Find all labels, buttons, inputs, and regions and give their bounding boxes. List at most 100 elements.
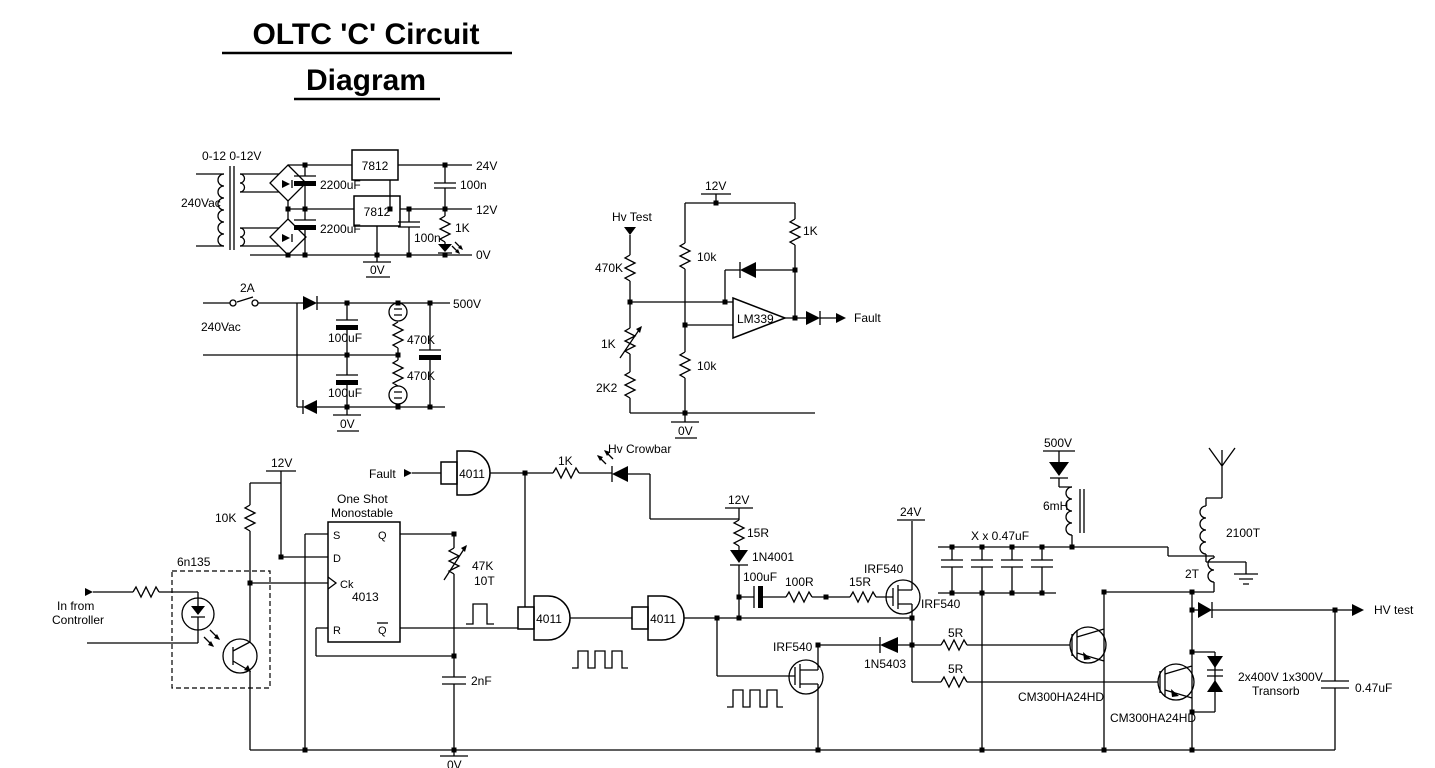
boot-d1-label: 1N4001	[752, 550, 794, 564]
nand-gate-1: 4011	[440, 450, 491, 496]
crowbar-led	[597, 450, 739, 520]
bleed2-label: 470K	[407, 369, 435, 383]
gate-r4-label: 5R	[948, 626, 964, 640]
secondary-turns-label: 2100T	[1226, 526, 1261, 540]
lv-mains-label: 240Vac	[181, 196, 221, 210]
mono-label-2: Monostable	[331, 506, 393, 520]
fuse-switch	[203, 296, 303, 307]
hv-cap-top	[336, 303, 358, 355]
nand-gate-3: 4011	[631, 595, 685, 641]
fet2-label: IRF540	[773, 640, 813, 654]
rail-24v-label: 24V	[476, 159, 497, 173]
comp-pullup-label: 1K	[803, 224, 818, 238]
hv-output-cap	[419, 303, 441, 407]
pin-q-bar: Q	[378, 625, 387, 637]
rail-0v-label: 0V	[476, 248, 491, 262]
pin-q: Q	[378, 530, 387, 542]
pulse-waveform-train1	[572, 650, 628, 669]
output-stage: 12V 15R 1N4001 100uF 100R 15R IRF540 IRF…	[250, 436, 1414, 768]
fet1-label: IRF540	[864, 562, 904, 576]
pot-label: 47K	[472, 559, 493, 573]
output-cap	[1321, 610, 1349, 750]
comp-gnd-label: 0V	[678, 424, 693, 438]
led-res-label: 1K	[455, 221, 470, 235]
pin-r: R	[333, 625, 341, 637]
cap-bank-label: X x 0.47uF	[971, 529, 1029, 543]
diagram-title: OLTC 'C' Circuit Diagram	[222, 18, 512, 101]
fault-in-label: Fault	[369, 467, 396, 481]
boot-supply-label: 12V	[728, 493, 749, 507]
crowbar-res-label: 1K	[558, 454, 573, 468]
igbt-1	[1069, 592, 1107, 750]
boot-r1-label: 15R	[747, 526, 769, 540]
comp-pot-label: 1K	[601, 337, 616, 351]
boot-r2-label: 100R	[785, 575, 814, 589]
control-logic: In from Controller 6n135 12V 10K S D	[52, 442, 912, 753]
cap2-label: 2200uF	[320, 222, 361, 236]
hv-cap-bottom	[336, 355, 358, 407]
rail24-label: 24V	[900, 505, 921, 519]
gate2-label: 4011	[536, 612, 562, 626]
doubler-diode-bottom	[297, 400, 445, 414]
timing-pot-47k	[443, 545, 467, 581]
hv-gnd-label: 0V	[340, 417, 355, 431]
crowbar-label: Hv Crowbar	[608, 442, 671, 456]
igbt2-label: CM300HA24HD	[1110, 711, 1196, 725]
pulse-waveform-single	[466, 603, 494, 625]
filter-cap-24v	[434, 165, 456, 209]
comp-rlow-label: 2K2	[596, 381, 618, 395]
capacitor-bank	[938, 546, 1168, 750]
fuse-label: 2A	[240, 281, 255, 295]
gate-r5-label: 5R	[948, 662, 964, 676]
fault-output: Fault	[785, 311, 881, 325]
comp-input-label: Hv Test	[612, 210, 652, 224]
main-gnd-label: 0V	[447, 758, 462, 768]
bleed1-label: 470K	[407, 333, 435, 347]
comp-rref-label: 10k	[697, 359, 717, 373]
pulse-waveform-train2	[727, 689, 783, 708]
optocoupler-6n135: 6n135	[87, 555, 271, 750]
smoothing-cap-bottom	[294, 209, 316, 255]
igbt1-label: CM300HA24HD	[1018, 690, 1104, 704]
feedback-diode	[724, 262, 795, 302]
output-cap-label: 0.47uF	[1355, 681, 1392, 695]
comp-ic-label: LM339	[737, 312, 774, 326]
fault-comparator: 12V 10k 10k 1K Hv Test 470K 1K 2K2 LM339	[595, 179, 881, 439]
pot-turns-label: 10T	[474, 574, 495, 588]
nand-gate-2: 4011	[517, 595, 571, 641]
comp-rtop-label: 10k	[697, 250, 717, 264]
opto-label: 6n135	[177, 555, 211, 569]
output-transformer	[1104, 447, 1258, 593]
filt2-label: 100n	[414, 231, 441, 245]
fet1b-label: IRF540	[921, 597, 961, 611]
hv-test-output: HV test	[1192, 602, 1414, 618]
mosfet-irf540-low	[717, 645, 824, 750]
flipflop-4013: S D Ck R Q Q 4013	[327, 521, 401, 643]
transorb-label-1: 2x400V 1x300V	[1238, 670, 1323, 684]
gate-r-label: 15R	[849, 575, 871, 589]
gate3-label: 4011	[650, 612, 676, 626]
rail-500v-label: 500V	[453, 297, 481, 311]
regulator-7812-top: 7812	[351, 149, 399, 209]
drive-500v-label: 500V	[1044, 436, 1072, 450]
reg2-label: 7812	[364, 205, 391, 219]
lv-power-supply: 0-12 0-12V 240Vac 2200uF 2200uF 7812	[181, 149, 497, 278]
input-label-1: In from	[57, 599, 94, 613]
comp-rin-label: 470K	[595, 261, 623, 275]
feed-diode	[1043, 450, 1075, 488]
filter-cap-12v	[398, 209, 420, 255]
hv-out-label: HV test	[1374, 603, 1414, 617]
d2-label: 1N5403	[864, 657, 906, 671]
ff-label: 4013	[352, 590, 379, 604]
choke-label: 6mH	[1043, 499, 1068, 513]
transorb	[1192, 651, 1223, 713]
input-label-2: Controller	[52, 613, 104, 627]
hv-cap1-label: 100uF	[328, 331, 362, 345]
comp-out-label: Fault	[854, 311, 881, 325]
lm339-comparator: LM339	[732, 296, 788, 340]
logic-supply-label: 12V	[271, 456, 292, 470]
pullup-label: 10K	[215, 511, 236, 525]
comp-supply-label: 12V	[705, 179, 726, 193]
timing-cap-label: 2nF	[471, 674, 492, 688]
